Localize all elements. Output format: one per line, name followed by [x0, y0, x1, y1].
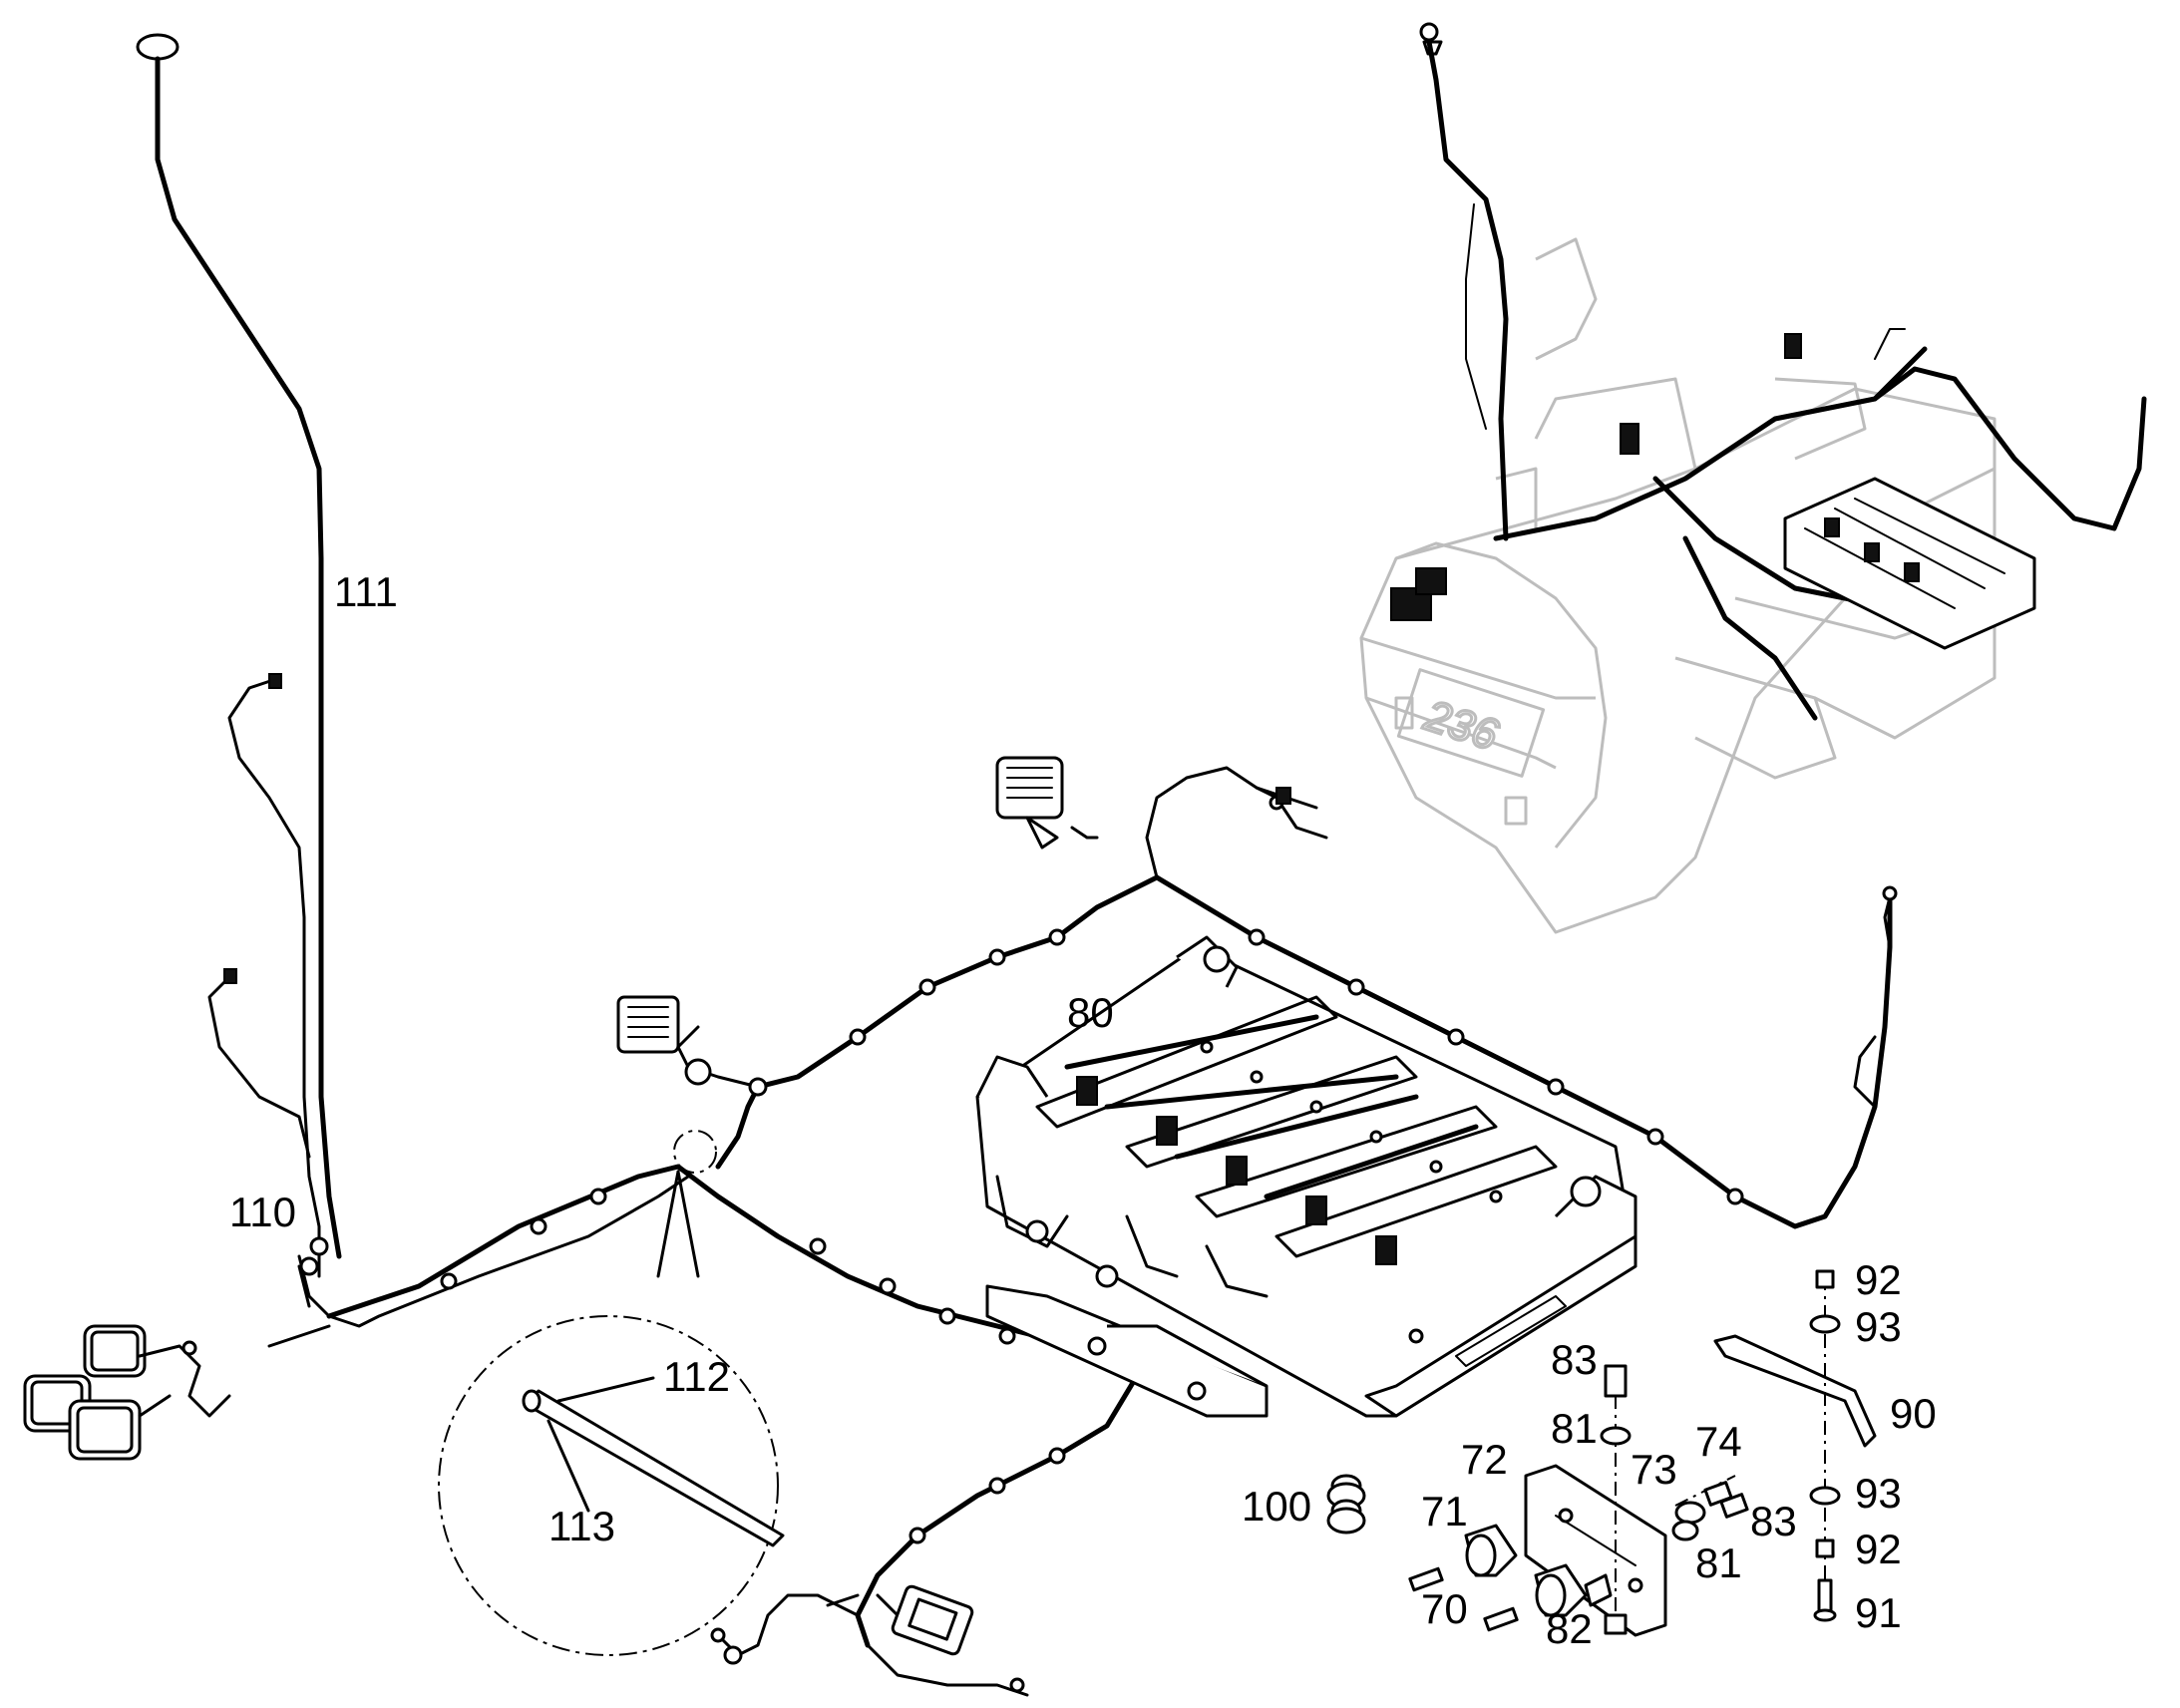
callout-110: 110 [229, 1189, 296, 1235]
callout-81-right: 81 [1695, 1539, 1742, 1586]
callout-90: 90 [1890, 1390, 1937, 1437]
callout-72: 72 [1461, 1436, 1508, 1483]
callout-92-top: 92 [1855, 1256, 1902, 1303]
battery-tray-80 [975, 935, 1637, 1418]
callout-91: 91 [1855, 1589, 1902, 1636]
cable-bracket [985, 1284, 1269, 1418]
left-work-lights [23, 1324, 231, 1461]
machine-number-label: 236 [1418, 691, 1504, 761]
bracket-90 [1713, 1269, 1877, 1622]
machine-battery-tray [1783, 477, 2036, 650]
mounting-assembly [1408, 1364, 1749, 1637]
callout-111: 111 [334, 568, 398, 615]
callout-93-bottom: 93 [1855, 1470, 1902, 1517]
callout-112: 112 [663, 1353, 730, 1400]
harness-110 [207, 673, 690, 1328]
callout-73: 73 [1631, 1446, 1677, 1493]
detail-view [438, 1130, 785, 1656]
callout-100: 100 [1242, 1483, 1311, 1530]
harness-111 [136, 33, 342, 1259]
callout-80: 80 [1067, 989, 1114, 1036]
callout-83-top: 83 [1551, 1336, 1598, 1383]
callout-92-bottom: 92 [1855, 1526, 1902, 1572]
callout-labels: 111 110 80 112 113 100 83 81 72 71 70 73… [229, 568, 1937, 1652]
callout-113: 113 [548, 1503, 615, 1549]
callout-81-top: 81 [1551, 1405, 1598, 1452]
callout-70: 70 [1421, 1585, 1468, 1632]
main-harness [267, 1164, 1140, 1697]
machine-harness [1390, 22, 2147, 721]
callout-82: 82 [1546, 1605, 1593, 1652]
callout-83-right: 83 [1750, 1498, 1797, 1544]
callout-93-top: 93 [1855, 1303, 1902, 1350]
machine-number-plate: 236 [1396, 668, 1546, 778]
grommet-100 [1326, 1474, 1366, 1535]
callout-74: 74 [1695, 1418, 1742, 1465]
tray-harness [616, 756, 1898, 1229]
callout-71: 71 [1421, 1488, 1468, 1535]
